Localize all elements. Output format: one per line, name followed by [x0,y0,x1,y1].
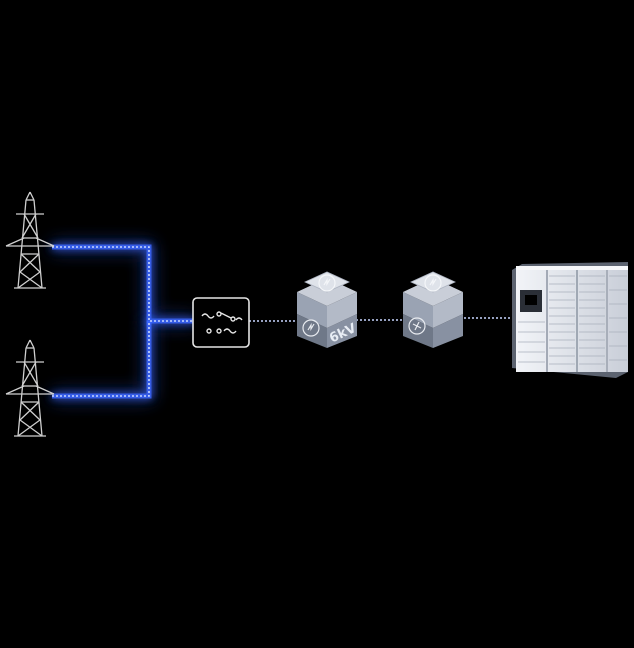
power-converter-icon [403,271,463,348]
line-top-tower [52,244,195,324]
switch-icon [192,297,250,348]
transmission-tower-icon [5,339,55,437]
power-lines [52,244,516,399]
power-transformer-icon: 6kV [297,271,359,348]
power-cabinet-icon [512,262,628,378]
line-bottom-tower [52,321,152,399]
transmission-tower-icon [5,191,55,289]
